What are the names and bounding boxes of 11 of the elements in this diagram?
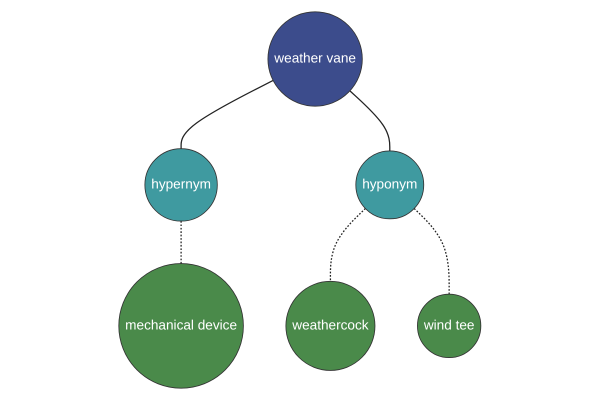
node-circle: hypernym bbox=[144, 148, 218, 222]
connector bbox=[350, 90, 391, 151]
node-circle: wind tee bbox=[417, 294, 482, 358]
node-circle: hyponym bbox=[356, 150, 424, 220]
connector bbox=[414, 208, 450, 294]
connector bbox=[330, 208, 366, 282]
node-circle: weather vane bbox=[268, 11, 363, 107]
connector bbox=[180, 80, 274, 149]
node-circle: weathercock bbox=[286, 280, 376, 371]
connector bbox=[180, 221, 182, 264]
node-circle: mechanical device bbox=[118, 263, 244, 389]
